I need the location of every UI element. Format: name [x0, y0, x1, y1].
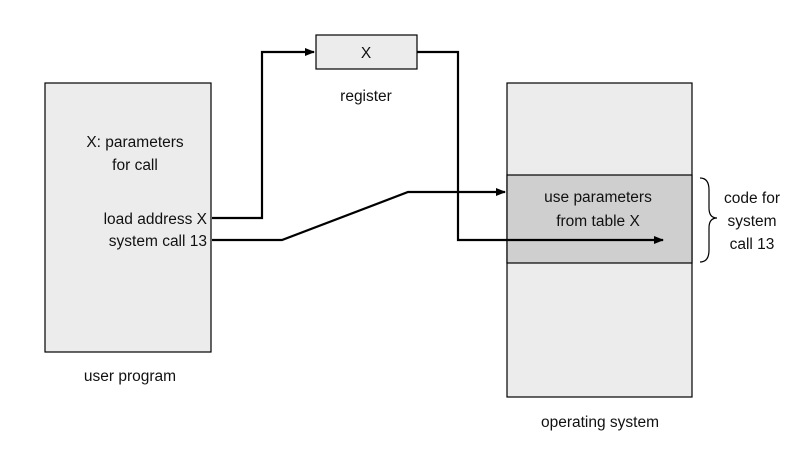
params-text-line1: X: parameters: [86, 134, 184, 151]
load-address-text: load address X: [104, 211, 208, 228]
register-caption: register: [340, 88, 392, 105]
load-address-arrow: [212, 48, 315, 220]
brace-label-line1: code for: [724, 190, 780, 207]
brace-label-line2: system: [727, 213, 776, 230]
code-text-line1: use parameters: [544, 189, 652, 206]
register-to-os-arrow: [417, 50, 664, 244]
params-text-line2: for call: [112, 157, 158, 174]
system-call-arrow: [212, 188, 506, 242]
operating-system-caption: operating system: [541, 414, 659, 431]
register-box: [315, 34, 418, 70]
system-call-code-region: [506, 174, 693, 264]
user-program-box: [44, 82, 212, 353]
curly-brace: [699, 177, 718, 263]
register-value: X: [361, 45, 372, 62]
user-program-caption: user program: [84, 368, 176, 385]
system-call-text: system call 13: [109, 233, 207, 250]
code-text-line2: from table X: [556, 213, 640, 230]
brace-label-line3: call 13: [730, 236, 775, 253]
